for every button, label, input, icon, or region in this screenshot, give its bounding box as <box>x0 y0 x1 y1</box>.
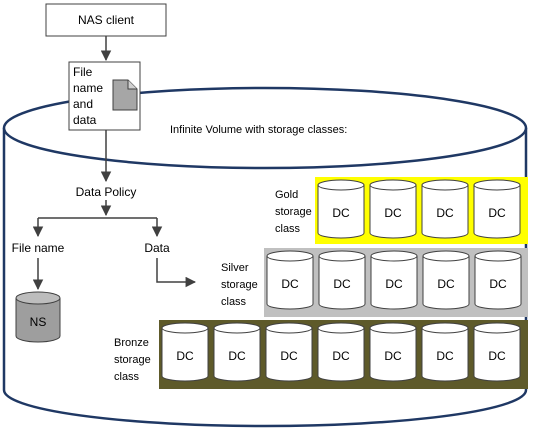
bronze-dc-cylinder: DC <box>473 322 521 382</box>
bronze-dc-label: DC <box>176 349 194 363</box>
data-policy-label: Data Policy <box>76 185 137 199</box>
bronze-dc-group: DC DC DC DC DC DC DC <box>161 322 521 382</box>
nas-client-box <box>45 3 167 37</box>
arrow-data-to-storage <box>156 258 197 288</box>
silver-dc-label: DC <box>489 277 507 291</box>
gold-label-line-1: Gold <box>275 189 298 201</box>
file-name-branch-label: File name <box>12 241 65 255</box>
gold-dc-cylinder: DC <box>473 179 521 239</box>
silver-dc-cylinder: DC <box>474 250 522 310</box>
silver-dc-cylinder: DC <box>370 250 418 310</box>
storage-class-silver: Silver storage class DC DC DC DC DC <box>221 248 528 317</box>
gold-dc-cylinder: DC <box>317 179 365 239</box>
ns-label: NS <box>30 315 47 329</box>
storage-class-gold: Gold storage class DC DC DC DC <box>275 177 528 244</box>
silver-dc-cylinder: DC <box>318 250 366 310</box>
file-box-line-4: data <box>73 113 97 127</box>
silver-dc-label: DC <box>333 277 351 291</box>
silver-label-line-1: Silver <box>221 262 249 274</box>
namespace-cylinder <box>15 291 61 343</box>
silver-dc-label: DC <box>281 277 299 291</box>
volume-label: Infinite Volume with storage classes: <box>170 124 347 136</box>
silver-label-line-3: class <box>221 296 247 308</box>
gold-dc-cylinder: DC <box>369 179 417 239</box>
bronze-dc-label: DC <box>488 349 506 363</box>
bronze-label-line-3: class <box>114 371 140 383</box>
storage-class-bronze: Bronze storage class DC DC DC DC DC DC DC <box>114 320 528 389</box>
silver-dc-label: DC <box>437 277 455 291</box>
bronze-dc-cylinder: DC <box>161 322 209 382</box>
silver-dc-cylinder: DC <box>266 250 314 310</box>
bronze-label-line-1: Bronze <box>114 337 149 349</box>
silver-dc-label: DC <box>385 277 403 291</box>
gold-label-line-2: storage <box>275 206 312 218</box>
gold-label-line-3: class <box>275 223 301 235</box>
nas-client-label: NAS client <box>78 13 135 27</box>
gold-dc-label: DC <box>332 206 350 220</box>
data-branch-label: Data <box>144 241 170 255</box>
gold-dc-group: DC DC DC DC <box>317 179 521 239</box>
bronze-dc-label: DC <box>332 349 350 363</box>
bronze-dc-label: DC <box>436 349 454 363</box>
file-and-data-box: File name and data <box>68 61 141 131</box>
silver-dc-group: DC DC DC DC DC <box>266 250 522 310</box>
gold-dc-label: DC <box>488 206 506 220</box>
bronze-dc-cylinder: DC <box>317 322 365 382</box>
bronze-dc-label: DC <box>384 349 402 363</box>
bronze-dc-cylinder: DC <box>369 322 417 382</box>
file-box-line-1: File <box>73 65 93 79</box>
bronze-dc-label: DC <box>280 349 298 363</box>
file-box-line-2: name <box>73 81 103 95</box>
silver-label-line-2: storage <box>221 279 258 291</box>
bronze-label-line-2: storage <box>114 354 151 366</box>
gold-dc-label: DC <box>384 206 402 220</box>
policy-branch-connector <box>32 200 163 238</box>
bronze-dc-cylinder: DC <box>265 322 313 382</box>
gold-dc-cylinder: DC <box>421 179 469 239</box>
bronze-dc-cylinder: DC <box>213 322 261 382</box>
gold-dc-label: DC <box>436 206 454 220</box>
file-box-line-3: and <box>73 97 93 111</box>
bronze-dc-cylinder: DC <box>421 322 469 382</box>
bronze-dc-label: DC <box>228 349 246 363</box>
silver-dc-cylinder: DC <box>422 250 470 310</box>
